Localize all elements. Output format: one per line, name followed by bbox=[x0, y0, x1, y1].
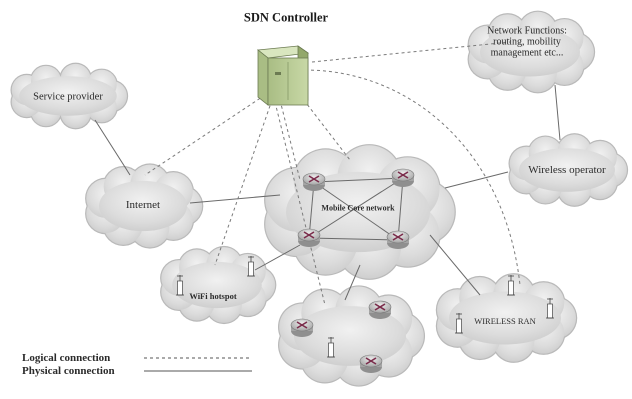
link-internet-core bbox=[189, 194, 281, 204]
logical-to-access bbox=[274, 101, 326, 306]
router-access-2 bbox=[368, 300, 392, 319]
logical-to-ran bbox=[304, 69, 521, 286]
logical-to-internet bbox=[144, 94, 266, 176]
core-mesh-top bbox=[313, 177, 404, 183]
network-functions-label: Network Functions: routing, mobility man… bbox=[462, 26, 592, 59]
wireless-ran-label: WIRELESS RAN bbox=[474, 316, 536, 326]
core-mesh-right bbox=[397, 177, 404, 241]
logical-to-core-left bbox=[279, 99, 301, 181]
network-functions-line3: management etc... bbox=[490, 47, 564, 59]
router-core-3 bbox=[297, 228, 321, 247]
network-functions-line2: routing, mobility bbox=[493, 36, 561, 48]
core-routers bbox=[290, 168, 415, 373]
logical-to-wifi bbox=[214, 99, 273, 266]
service-provider-label: Service provider bbox=[33, 91, 103, 103]
network-functions-line1: Network Functions: bbox=[487, 25, 567, 37]
router-core-1 bbox=[302, 172, 326, 191]
logical-to-core bbox=[299, 94, 351, 161]
wifi-hotspot-label: WiFi hotspot bbox=[189, 291, 237, 301]
router-access-3 bbox=[359, 354, 383, 373]
cloud-wireless-operator bbox=[508, 133, 629, 207]
core-mesh-diag1 bbox=[313, 181, 399, 241]
cloud-service-provider bbox=[10, 62, 129, 130]
link-core-ran bbox=[429, 234, 481, 296]
antenna-access bbox=[327, 337, 335, 358]
antenna-wifi-1 bbox=[176, 275, 184, 296]
sdn-controller-icon bbox=[256, 45, 310, 106]
legend-physical-label: Physical connection bbox=[22, 365, 115, 377]
link-core-operator bbox=[444, 171, 509, 189]
link-service-internet bbox=[94, 119, 131, 176]
core-mesh-diag2 bbox=[308, 177, 404, 239]
link-core-wifi bbox=[254, 244, 301, 271]
core-mesh-bottom bbox=[308, 237, 399, 241]
antenna-ran-2 bbox=[507, 275, 515, 296]
router-core-2 bbox=[391, 168, 415, 187]
cloud-wifi-hotspot bbox=[160, 245, 277, 325]
mobile-core-label: Mobile Core network bbox=[321, 203, 395, 213]
antennas bbox=[176, 256, 554, 358]
cloud-internet bbox=[85, 163, 204, 249]
wireless-operator-label: Wireless operator bbox=[528, 164, 606, 176]
link-functions-operator bbox=[554, 84, 561, 141]
link-core-access bbox=[344, 264, 361, 301]
antenna-wifi-2 bbox=[247, 256, 255, 277]
router-core-4 bbox=[386, 230, 410, 249]
internet-label: Internet bbox=[125, 199, 161, 211]
legend-logical-label: Logical connection bbox=[22, 352, 111, 364]
legend-lines bbox=[144, 357, 252, 372]
core-mesh-left bbox=[308, 181, 315, 239]
antenna-ran-3 bbox=[546, 298, 554, 319]
physical-links bbox=[94, 84, 561, 301]
antenna-ran-1 bbox=[455, 313, 463, 334]
logical-links bbox=[144, 41, 521, 306]
router-access-1 bbox=[290, 318, 314, 337]
controller-label: SDN Controller bbox=[243, 10, 329, 25]
